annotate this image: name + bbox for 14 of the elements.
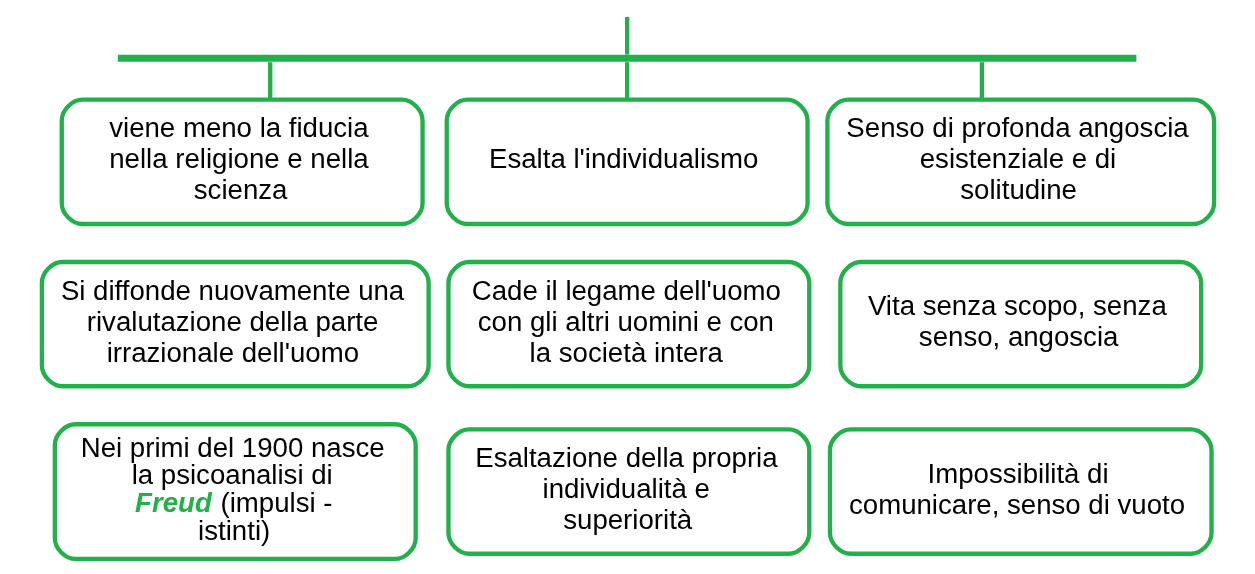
node-bar [117, 54, 1136, 62]
connector [979, 62, 984, 100]
node-box: Senso di profonda angoscia esistenziale e di solitudine [824, 97, 1216, 227]
node-box: Nei primi del 1900 nasce la psicoanalisi di Freud (impulsi - istinti) [52, 422, 418, 562]
connector [267, 62, 272, 100]
connector [624, 17, 629, 55]
node-box: Impossibilità di comunicare, senso di vuoto [827, 427, 1214, 556]
node-box: Cade il legame dell'uomo con gli altri uomini e con la società intera [445, 259, 811, 389]
node-box: Si diffonde nuovamente una rivalutazione della parte irrazionale dell'uomo [39, 259, 431, 389]
node-box: Esaltazione della propria individualità e superiorità [445, 427, 811, 556]
node-box: Vita senza scopo, senza senso, angoscia [837, 259, 1203, 389]
connector [624, 62, 629, 100]
node-box: viene meno la fiducia nella religione e nella scienza [59, 97, 425, 227]
node-box: Esalta l'individualismo [444, 97, 810, 227]
